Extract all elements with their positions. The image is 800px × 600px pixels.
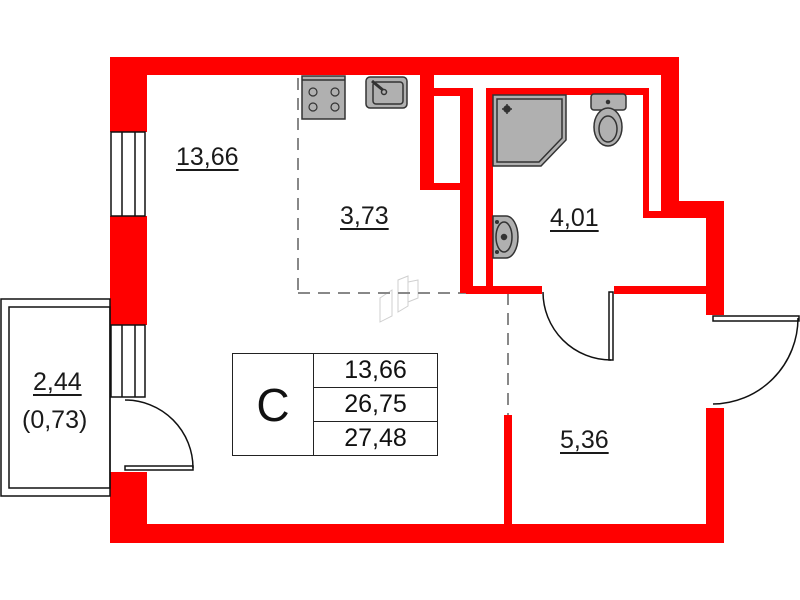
washbasin-icon [492,215,519,259]
room-area-hallway: 5,36 [560,426,609,454]
watermark-logo [379,275,419,323]
door-icon [712,315,800,405]
apartment-summary-table: С 13,66 26,75 27,48 [232,353,438,456]
living-area-value: 13,66 [314,354,437,388]
balcony-reduced-area: (0,73) [22,406,88,434]
shower-icon [492,94,567,167]
walls [110,57,724,543]
total-area-value: 26,75 [314,388,437,422]
door-icon [542,291,614,361]
kitchen-sink-icon [365,76,408,109]
toilet-icon [590,93,627,147]
total-with-balcony-value: 27,48 [344,424,407,452]
apartment-type: С [233,354,314,455]
door-icon [124,399,194,471]
room-area-living: 13,66 [176,143,239,171]
stove-icon [301,75,346,120]
balcony-outline [0,298,111,497]
kitchen-zone-boundary [297,78,509,415]
room-area-kitchen: 3,73 [340,202,389,230]
room-area-bathroom: 4,01 [550,204,599,232]
window-icon [110,131,146,398]
room-area-balcony: 2,44 [33,368,82,396]
